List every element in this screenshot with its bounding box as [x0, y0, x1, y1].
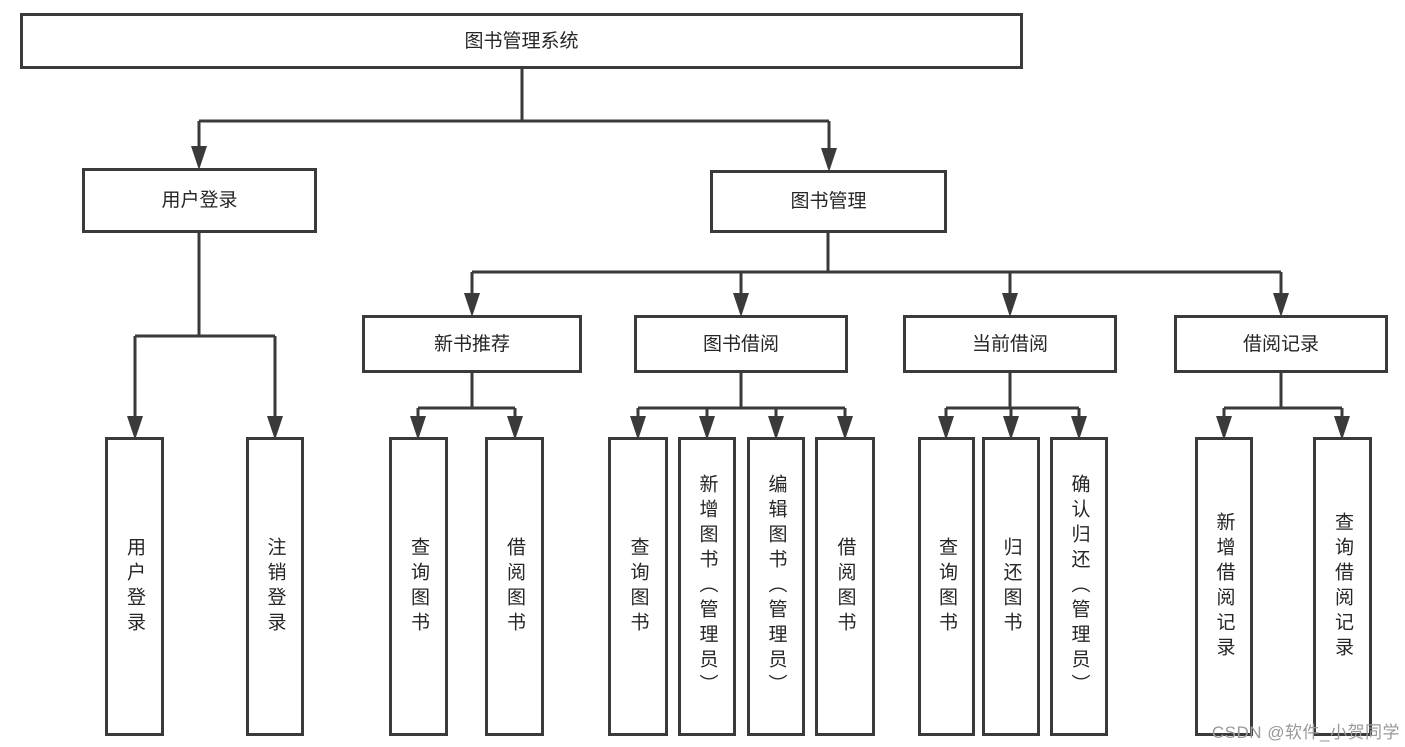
node-current-borrow: 当前借阅 [903, 315, 1117, 373]
csdn-watermark: CSDN @软件_小贺同学 [1211, 723, 1400, 742]
node-user-login: 用户登录 [82, 168, 317, 233]
node-book-borrow-label: 图书借阅 [702, 333, 779, 355]
leaf-return-books: 归还图书 [982, 437, 1040, 736]
leaf-user-login: 用户登录 [105, 437, 164, 736]
leaf-add-borrow-record: 新增借阅记录 [1195, 437, 1253, 736]
node-user-login-label: 用户登录 [161, 190, 238, 211]
leaf-query-books-recommend: 查询图书 [389, 437, 448, 736]
node-new-book-recommend: 新书推荐 [362, 315, 582, 373]
leaf-query-books-recommend-label: 查询图书 [408, 536, 429, 637]
leaf-query-borrow-record-label: 查询借阅记录 [1332, 511, 1353, 662]
connector-borrow-to-leaves [630, 373, 853, 440]
leaf-borrow-books-recommend: 借阅图书 [485, 437, 544, 736]
node-book-borrow: 图书借阅 [634, 315, 848, 373]
connector-book-management-to-level3 [464, 233, 1289, 317]
connector-recommend-to-leaves [410, 373, 523, 440]
leaf-query-books-borrow-label: 查询图书 [627, 536, 649, 637]
leaf-query-books-current-label: 查询图书 [936, 536, 957, 637]
node-borrow-records-label: 借阅记录 [1242, 333, 1319, 355]
node-new-book-recommend-label: 新书推荐 [433, 333, 510, 355]
leaf-logout-label: 注销登录 [264, 536, 286, 637]
leaf-add-book-admin: 新增图书（管理员） [678, 437, 736, 736]
leaf-edit-book-admin-label: 编辑图书（管理员） [765, 474, 787, 699]
node-current-borrow-label: 当前借阅 [971, 333, 1048, 355]
node-root: 图书管理系统 [20, 13, 1023, 69]
leaf-user-login-label: 用户登录 [124, 536, 145, 637]
node-borrow-records: 借阅记录 [1174, 315, 1388, 373]
node-book-management-label: 图书管理 [790, 191, 867, 212]
leaf-add-borrow-record-label: 新增借阅记录 [1213, 511, 1235, 662]
leaf-edit-book-admin: 编辑图书（管理员） [747, 437, 805, 736]
leaf-query-borrow-record: 查询借阅记录 [1313, 437, 1372, 736]
connector-records-to-leaves [1216, 373, 1350, 440]
leaf-confirm-return-admin-label: 确认归还（管理员） [1068, 474, 1090, 699]
leaf-borrow-books-borrow-label: 借阅图书 [834, 536, 856, 637]
node-book-management: 图书管理 [710, 170, 947, 233]
connector-user-login-to-leaves [127, 233, 283, 440]
leaf-borrow-books-recommend-label: 借阅图书 [504, 536, 525, 637]
leaf-add-book-admin-label: 新增图书（管理员） [696, 474, 718, 699]
leaf-query-books-current: 查询图书 [918, 437, 975, 736]
leaf-borrow-books-borrow: 借阅图书 [815, 437, 875, 736]
node-root-label: 图书管理系统 [464, 30, 579, 52]
leaf-query-books-borrow: 查询图书 [608, 437, 668, 736]
connector-current-to-leaves [938, 373, 1087, 440]
leaf-return-books-label: 归还图书 [1000, 536, 1022, 637]
leaf-logout: 注销登录 [246, 437, 304, 736]
connector-root-to-level2 [191, 69, 837, 172]
leaf-confirm-return-admin: 确认归还（管理员） [1050, 437, 1108, 736]
